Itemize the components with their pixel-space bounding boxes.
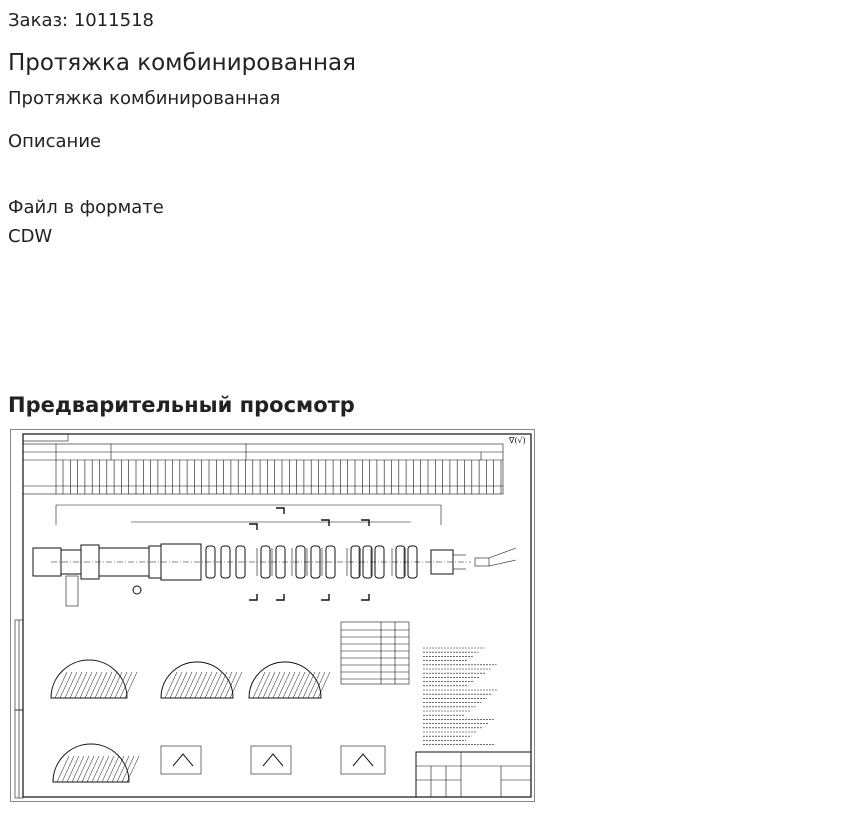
technical-notes bbox=[423, 647, 498, 745]
title-block bbox=[415, 751, 532, 798]
section-views-row1 bbox=[50, 659, 322, 699]
drawing-graphic: ∇(√) bbox=[14, 433, 532, 799]
order-number: Заказ: 1011518 bbox=[8, 10, 154, 31]
product-title: Протяжка комбинированная bbox=[8, 50, 356, 76]
spec-table-rows bbox=[341, 629, 409, 680]
broach-teeth bbox=[205, 545, 418, 579]
preview-heading: Предварительный просмотр bbox=[8, 393, 355, 417]
section-views-row2 bbox=[52, 743, 386, 783]
description-label: Описание bbox=[8, 131, 102, 152]
product-subtitle: Протяжка комбинированная bbox=[8, 88, 281, 109]
tooth-table bbox=[22, 443, 504, 495]
spec-table bbox=[340, 621, 410, 685]
file-format-text: Файл в формате CDW bbox=[8, 197, 164, 247]
tooth-table-columns bbox=[62, 460, 502, 494]
svg-text:∇(√): ∇(√) bbox=[508, 436, 526, 445]
section-hatching bbox=[54, 671, 331, 783]
drawing-preview-image[interactable]: ∇(√) bbox=[10, 429, 535, 802]
broach-body bbox=[32, 504, 517, 607]
